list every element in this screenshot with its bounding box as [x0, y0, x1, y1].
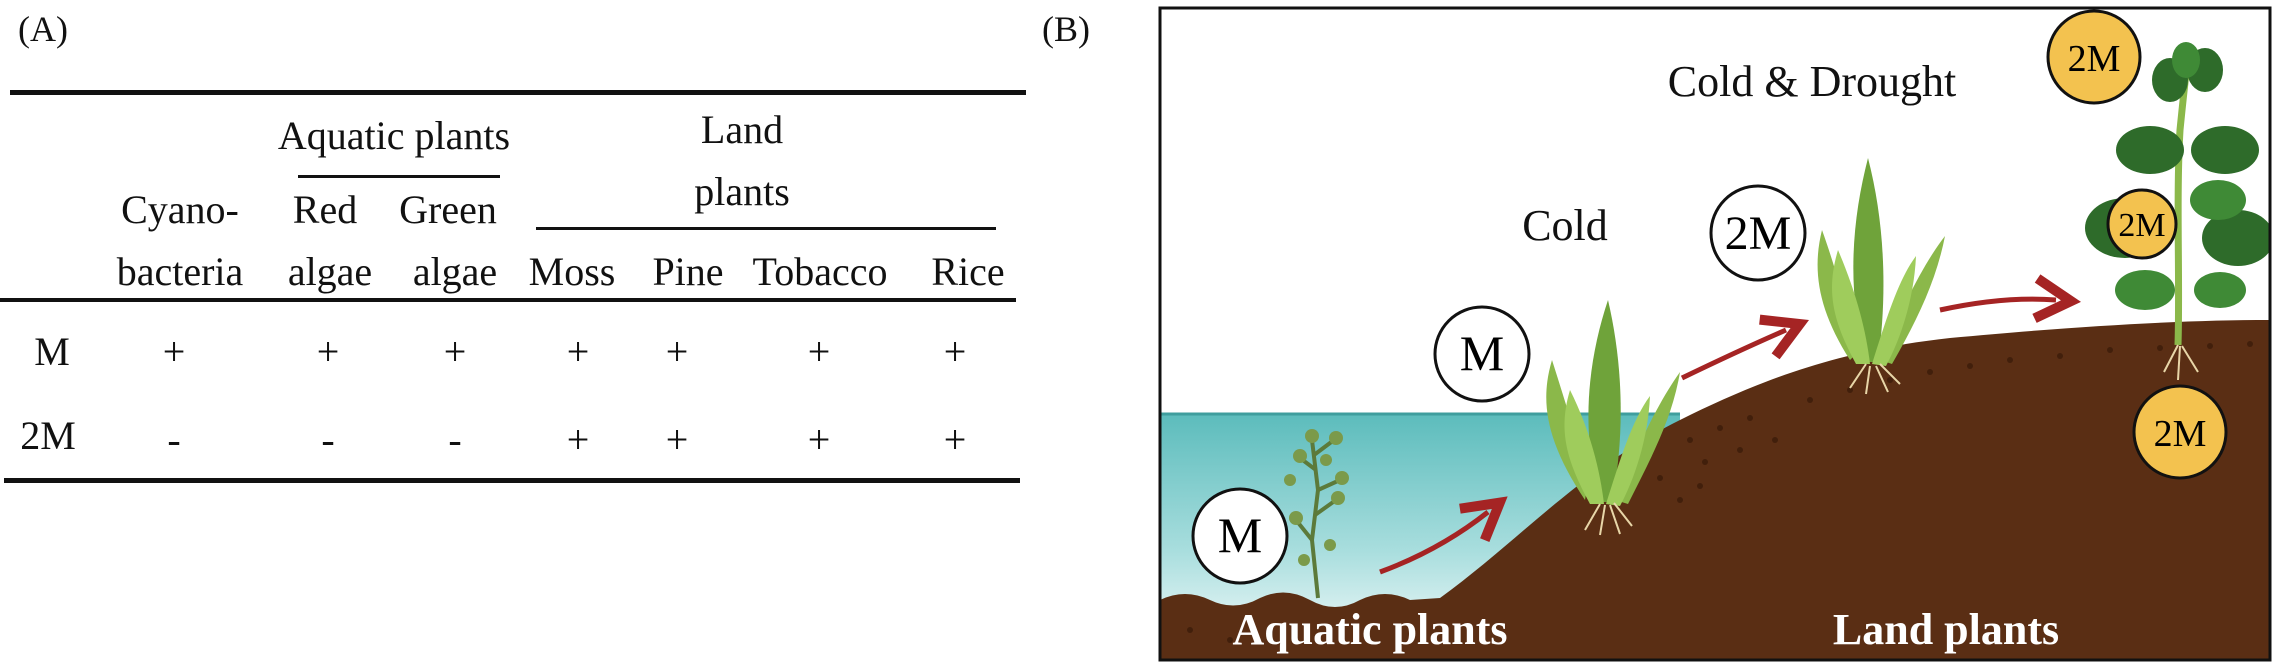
evolution-arrows: [1379, 299, 2056, 575]
land-plants-header-line2: plants: [694, 169, 790, 214]
table-bottom-rule: [4, 478, 1020, 483]
cell-2m-tobacco: +: [807, 417, 831, 462]
label-aquatic-plants: Aquatic plants: [1232, 605, 1507, 654]
cold-plant-icon: [1546, 300, 1680, 536]
col-header-moss: Moss: [528, 249, 616, 294]
badge-m-slope: M: [1433, 305, 1531, 403]
cell-m-cyanobacteria: +: [162, 329, 186, 374]
col-header-cyanobacteria-line1: Cyano-: [121, 187, 239, 232]
cell-m-red-algae: +: [316, 329, 340, 374]
badge-2m-hill: 2M: [1709, 184, 1807, 282]
hill-plant-icon: [1817, 158, 1945, 395]
svg-text:2M: 2M: [2068, 38, 2121, 80]
cell-m-tobacco: +: [807, 329, 831, 374]
col-header-red-algae-line2: algae: [287, 249, 373, 294]
aquatic-header-underline: [298, 175, 500, 178]
panel-b-frame: [1158, 6, 2272, 662]
svg-text:2M: 2M: [1725, 207, 1792, 260]
badge-m-aquatic: M: [1191, 487, 1289, 585]
cell-m-moss: +: [566, 329, 590, 374]
panel-b-label: (B): [1042, 9, 1090, 49]
cell-2m-cyanobacteria: -: [167, 417, 181, 462]
aquatic-plants-header: Aquatic plants: [277, 113, 511, 158]
cell-m-rice: +: [943, 329, 967, 374]
col-header-red-algae-line1: Red: [292, 187, 358, 232]
cell-m-pine: +: [665, 329, 689, 374]
cell-2m-pine: +: [665, 417, 689, 462]
col-header-cyanobacteria-line2: bacteria: [116, 249, 244, 294]
soil-ground: [1160, 320, 2270, 660]
label-cold-drought: Cold & Drought: [1668, 57, 1956, 106]
land-plants-header-line1: Land: [700, 107, 784, 152]
cell-2m-red-algae: -: [321, 417, 335, 462]
col-header-green-algae-line1: Green: [399, 187, 497, 232]
aquatic-plant-leaves: [1284, 429, 1349, 566]
col-header-pine: Pine: [652, 249, 724, 294]
svg-text:M: M: [1218, 507, 1262, 563]
col-header-green-algae-line2: algae: [412, 249, 498, 294]
row-label-m: M: [34, 329, 70, 374]
badge-2m-top: 2M: [2046, 9, 2142, 105]
label-cold: Cold: [1522, 201, 1608, 250]
label-land-plants: Land plants: [1833, 605, 2059, 654]
table-header-rule: [0, 298, 1016, 302]
soil-speckles: [1187, 341, 2253, 643]
cell-2m-rice: +: [943, 417, 967, 462]
arrow-hill-to-top: [1939, 299, 2056, 310]
table-top-rule: [10, 90, 1026, 95]
panel-a-label: (A): [18, 9, 68, 49]
arrow-slope-to-hill: [1680, 330, 1786, 381]
land-header-underline: [536, 227, 996, 230]
badge-2m-mid: 2M: [2106, 188, 2178, 260]
svg-text:2M: 2M: [2154, 413, 2207, 455]
col-header-tobacco: Tobacco: [752, 249, 888, 294]
col-header-rice: Rice: [931, 249, 1005, 294]
row-label-2m: 2M: [20, 413, 76, 458]
cell-2m-moss: +: [566, 417, 590, 462]
svg-text:M: M: [1460, 325, 1504, 381]
arrow-aquatic-to-slope: [1379, 512, 1488, 575]
cell-2m-green-algae: -: [448, 417, 462, 462]
cell-m-green-algae: +: [443, 329, 467, 374]
badge-2m-root: 2M: [2132, 384, 2228, 480]
svg-text:2M: 2M: [2118, 207, 2165, 244]
